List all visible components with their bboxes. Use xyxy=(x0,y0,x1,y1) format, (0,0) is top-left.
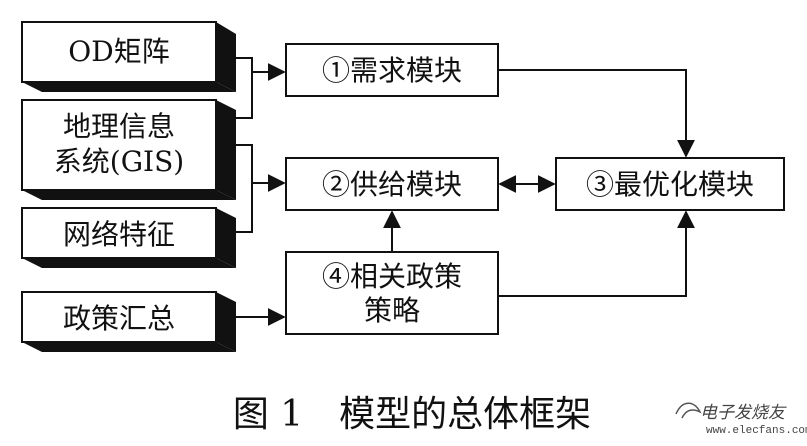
optimization-module-label: ③最优化模块 xyxy=(586,168,754,201)
connector-od-gis-to-demand xyxy=(236,58,284,119)
optimization-module-box: ③最优化模块 xyxy=(555,157,785,211)
policy-strategy-label-line1: ④相关政策 xyxy=(322,260,462,293)
watermark: 电子发烧友 www.elecfans.com xyxy=(675,402,807,437)
demand-module-box: ①需求模块 xyxy=(285,43,499,97)
gis-box: 地理信息 系统(GIS) xyxy=(21,99,236,200)
network-features-box: 网络特征 xyxy=(21,207,236,268)
supply-module-box: ②供给模块 xyxy=(285,157,499,211)
supply-module-label: ②供给模块 xyxy=(322,168,462,201)
od-matrix-label: OD矩阵 xyxy=(68,35,169,68)
gis-label-line2: 系统(GIS) xyxy=(54,145,184,178)
policy-summary-box: 政策汇总 xyxy=(21,291,236,352)
demand-module-label: ①需求模块 xyxy=(322,54,462,87)
figure-caption: 图 1 模型的总体框架 xyxy=(233,394,591,435)
policy-summary-label: 政策汇总 xyxy=(63,302,175,335)
connector-gis-network-to-supply xyxy=(236,144,284,233)
arrow-demand-to-optimize xyxy=(498,69,695,158)
arrow-policy-to-optimize xyxy=(498,210,695,297)
gis-label-line1: 地理信息 xyxy=(63,110,175,143)
policy-strategy-label-line2: 策略 xyxy=(364,294,420,327)
od-matrix-box: OD矩阵 xyxy=(21,21,236,92)
watermark-logo-icon xyxy=(675,402,702,419)
network-features-label: 网络特征 xyxy=(63,218,175,251)
watermark-url: www.elecfans.com xyxy=(706,425,807,437)
policy-strategy-module-box: ④相关政策 策略 xyxy=(285,251,499,335)
watermark-text: 电子发烧友 xyxy=(700,403,787,423)
